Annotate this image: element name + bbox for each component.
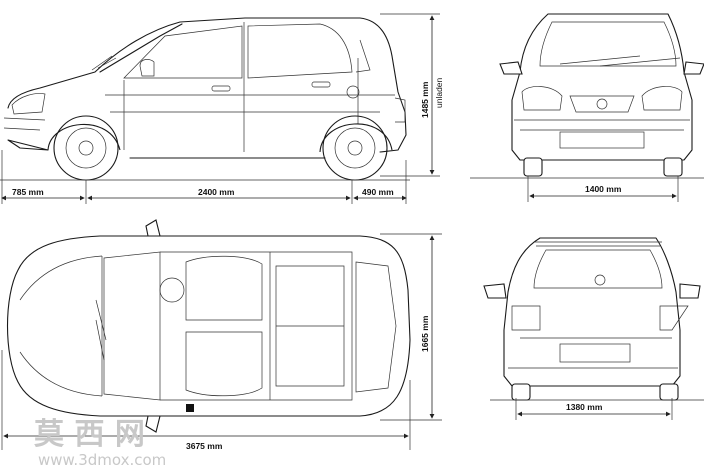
height-label: 1485 mm	[420, 81, 430, 118]
top-view	[7, 219, 411, 433]
rear-overhang-label: 490 mm	[362, 187, 394, 197]
side-dimensions	[1, 13, 440, 204]
side-view	[0, 17, 410, 181]
length-label: 3675 mm	[186, 441, 223, 451]
front-track-dimension	[527, 176, 679, 202]
rear-view	[483, 237, 704, 401]
watermark-chinese: 莫 西 网	[34, 417, 145, 452]
height-note-label: unladen	[434, 77, 444, 108]
front-view	[470, 13, 704, 179]
watermark-url: www.3dmox.com	[38, 451, 166, 469]
top-dimensions	[1, 233, 442, 450]
rear-track-dimension	[515, 398, 673, 420]
wheelbase-label: 2400 mm	[198, 187, 235, 197]
front-overhang-label: 785 mm	[12, 187, 44, 197]
rear-track-label: 1380 mm	[566, 402, 603, 412]
front-track-label: 1400 mm	[585, 184, 622, 194]
width-label: 1665 mm	[420, 315, 430, 352]
